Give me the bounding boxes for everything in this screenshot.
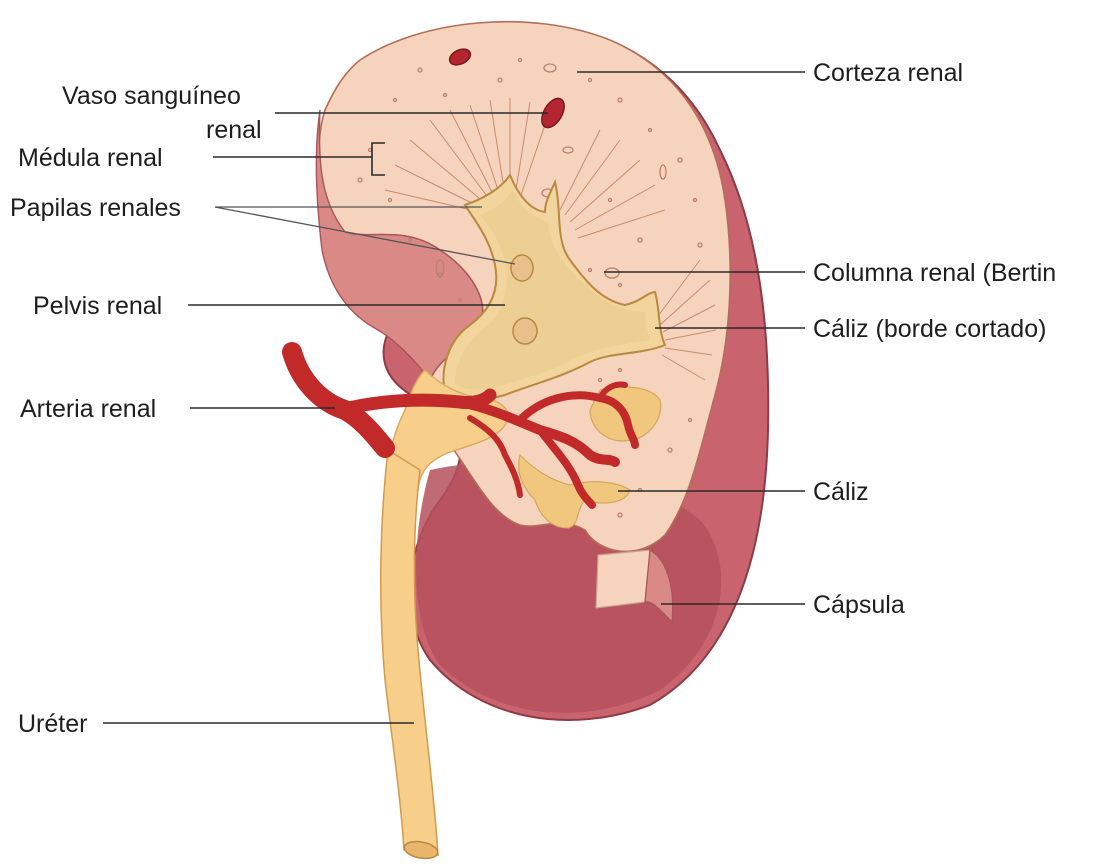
label-ureter: Uréter — [18, 710, 87, 738]
label-columna-renal: Columna renal (Bertin — [813, 259, 1056, 287]
label-pelvis-renal: Pelvis renal — [33, 292, 162, 320]
label-caliz: Cáliz — [813, 478, 869, 506]
capsule-flap — [596, 550, 650, 608]
label-vaso-sanguineo: Vaso sanguíneo — [62, 82, 241, 110]
label-corteza-renal: Corteza renal — [813, 59, 963, 87]
label-caliz-cortado: Cáliz (borde cortado) — [813, 315, 1046, 343]
papilla-2 — [513, 318, 537, 344]
label-papilas-renales: Papilas renales — [10, 194, 181, 222]
label-capsula: Cápsula — [813, 591, 905, 619]
label-vaso-renal: renal — [206, 116, 262, 144]
label-medula-renal: Médula renal — [18, 144, 163, 172]
label-arteria-renal: Arteria renal — [20, 395, 156, 423]
papilla-1 — [511, 255, 533, 281]
